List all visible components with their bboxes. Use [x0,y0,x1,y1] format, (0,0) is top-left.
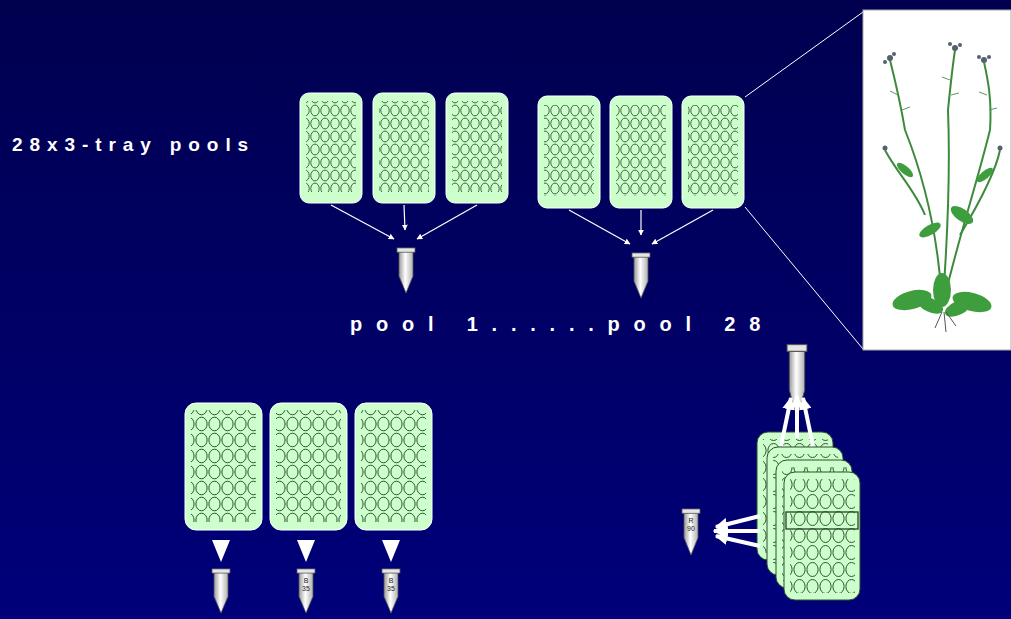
zoom-lines [745,12,863,349]
tube [632,253,650,298]
tray-group [538,96,744,208]
plant-illustration [863,10,1011,350]
tube [397,248,415,293]
down-arrows [212,540,400,562]
stack-arrows [714,396,813,546]
tray-group [300,93,508,203]
sample-tube: R 90 [681,508,701,556]
tray-stack [757,432,860,600]
sample-tube: B 35 [296,568,316,614]
tube [212,569,230,613]
caption-label: pool 1......pool 28 [350,313,774,336]
sample-tube: B 35 [381,568,401,614]
tray-group [185,403,432,530]
tube-label: R 90 [684,517,698,533]
tube-label: B 35 [384,577,398,593]
pool-arrows [331,205,713,244]
tube-label: B 35 [299,577,313,593]
caption-label: 28x3-tray pools [12,134,255,156]
